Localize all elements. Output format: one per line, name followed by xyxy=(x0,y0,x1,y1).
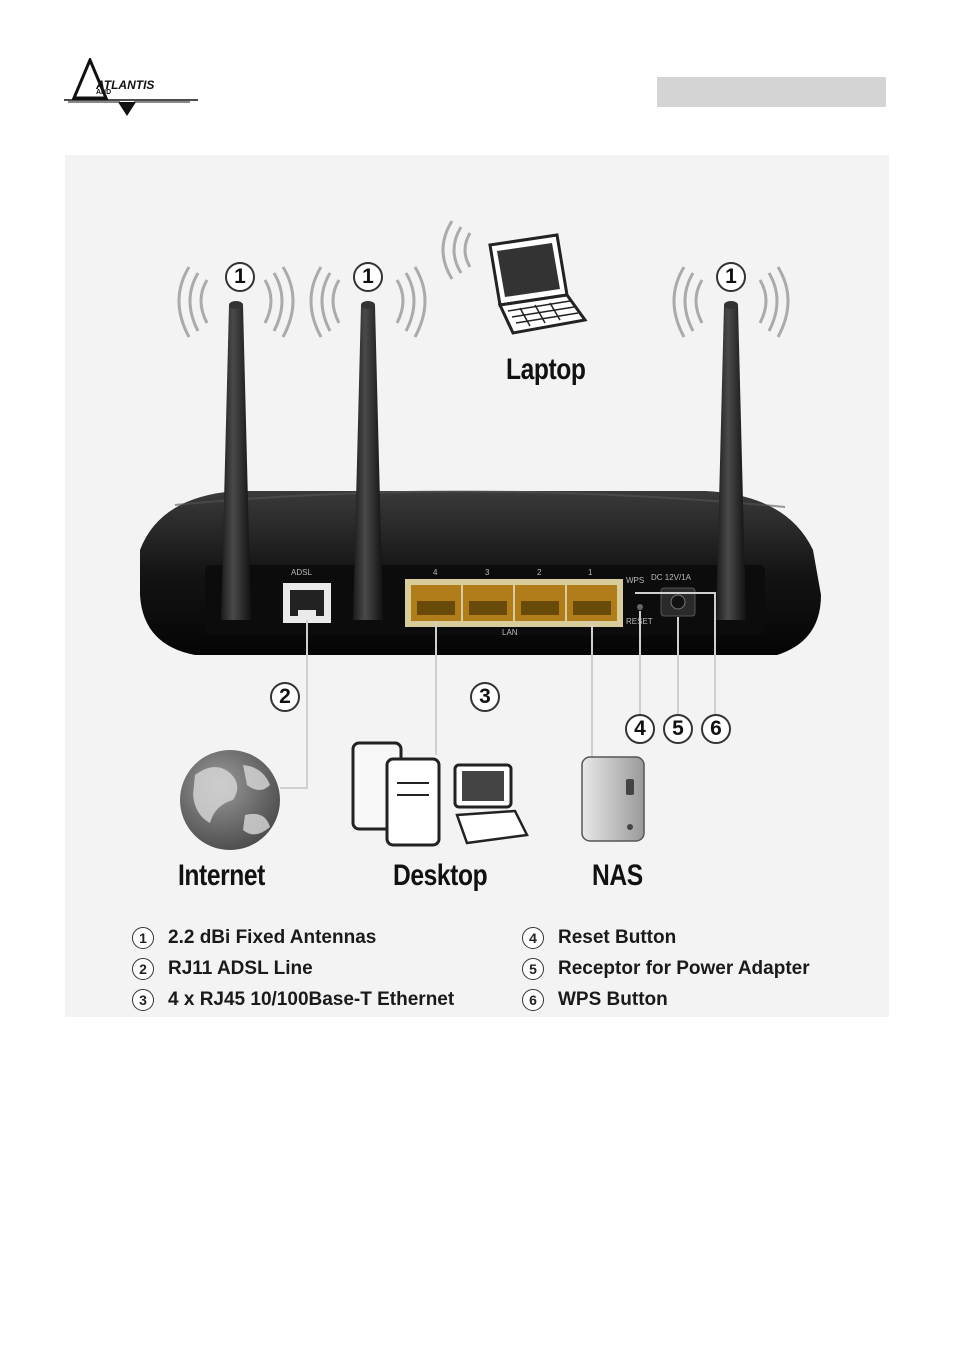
laptop-caption: Laptop xyxy=(506,353,586,386)
callout-power: 5 xyxy=(663,714,693,744)
lan-port-2-label: 2 xyxy=(537,568,542,577)
lan-label: LAN xyxy=(502,628,518,637)
legend-item: 1 2.2 dBi Fixed Antennas xyxy=(132,924,376,952)
lan-port-1-label: 1 xyxy=(588,568,593,577)
legend-item: 4 Reset Button xyxy=(522,924,676,952)
antenna-middle xyxy=(353,301,383,620)
legend-text: 2.2 dBi Fixed Antennas xyxy=(168,927,377,948)
dc-label: DC 12V/1A xyxy=(651,573,692,582)
nas-caption: NAS xyxy=(592,859,643,892)
lan-ports xyxy=(405,579,623,627)
legend-number: 4 xyxy=(522,927,544,949)
globe-icon xyxy=(180,750,280,850)
logo-wordmark: ATLANTIS xyxy=(96,78,155,92)
legend-text: Receptor for Power Adapter xyxy=(558,958,810,979)
laptop-icon xyxy=(488,233,588,335)
logo-subtext: AND xyxy=(96,89,112,96)
legend-item: 3 4 x RJ45 10/100Base-T Ethernet xyxy=(132,986,454,1014)
reset-label: RESET xyxy=(626,617,653,626)
callout-antenna-right: 1 xyxy=(716,262,746,292)
callout-adsl: 2 xyxy=(270,682,300,712)
desktop-icon xyxy=(351,741,529,847)
legend-text: WPS Button xyxy=(558,989,668,1010)
router-diagram: ADSL 4 3 2 1 LAN WPS RESET DC 12V/1A 1 1… xyxy=(65,155,889,1017)
atlantis-logo: ATLANTIS AND xyxy=(60,56,200,120)
internet-caption: Internet xyxy=(178,859,265,892)
legend-number: 1 xyxy=(132,927,154,949)
lan-port-4-label: 4 xyxy=(433,568,438,577)
callout-reset: 4 xyxy=(625,714,655,744)
legend-number: 2 xyxy=(132,958,154,980)
antenna-left xyxy=(221,301,251,620)
legend-text: Reset Button xyxy=(558,927,677,948)
callout-ethernet: 3 xyxy=(470,682,500,712)
legend-number: 3 xyxy=(132,989,154,1011)
legend-number: 5 xyxy=(522,958,544,980)
header-bar xyxy=(657,77,886,107)
callout-wps: 6 xyxy=(701,714,731,744)
legend-item: 5 Receptor for Power Adapter xyxy=(522,955,810,983)
legend-number: 6 xyxy=(522,989,544,1011)
legend-item: 2 RJ11 ADSL Line xyxy=(132,955,313,983)
wifi-waves-icon xyxy=(177,220,790,338)
adsl-port xyxy=(283,583,331,623)
leader-lines xyxy=(280,592,716,789)
legend-text: 4 x RJ45 10/100Base-T Ethernet xyxy=(168,989,455,1010)
legend-text: RJ11 ADSL Line xyxy=(168,958,313,979)
lan-port-3-label: 3 xyxy=(485,568,490,577)
callout-antenna-middle: 1 xyxy=(353,262,383,292)
wps-label: WPS xyxy=(626,576,645,585)
legend-item: 6 WPS Button xyxy=(522,986,668,1014)
antenna-right xyxy=(716,301,746,620)
reset-button xyxy=(637,604,643,610)
nas-icon xyxy=(581,756,645,842)
adsl-label: ADSL xyxy=(291,568,312,577)
callout-antenna-left: 1 xyxy=(225,262,255,292)
desktop-caption: Desktop xyxy=(393,859,488,892)
power-receptor xyxy=(660,587,696,617)
